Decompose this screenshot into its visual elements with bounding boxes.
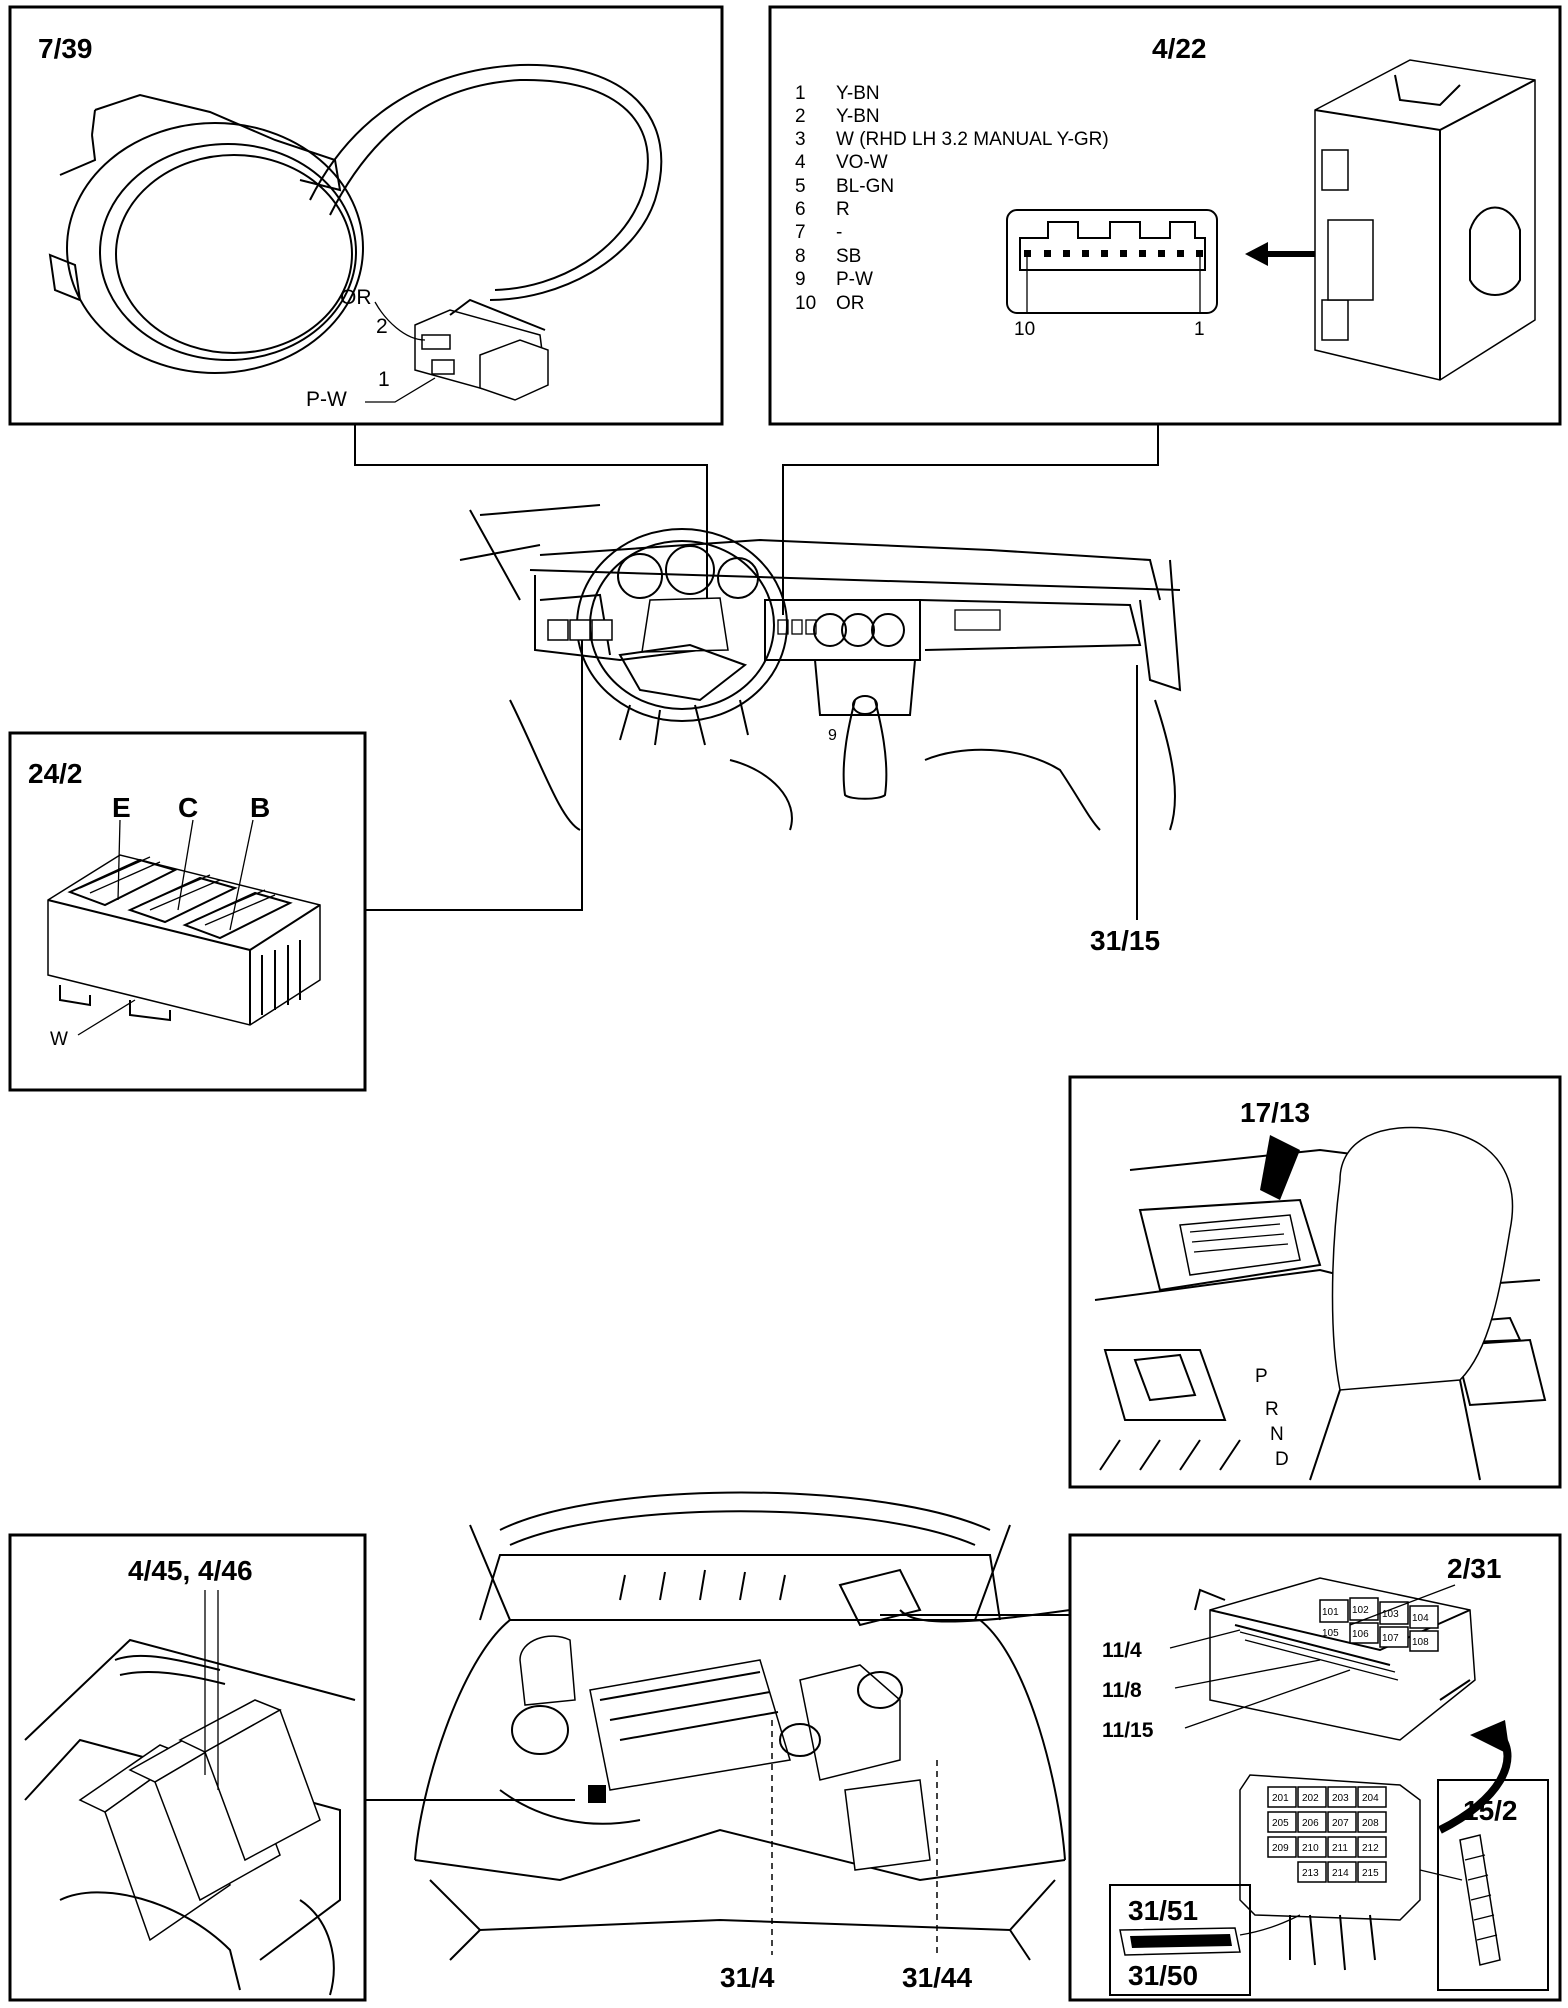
gear-n-label: N	[1270, 1424, 1284, 1445]
pin-color: W (RHD LH 3.2 MANUAL Y-GR)	[836, 129, 1109, 150]
pin-color: Y-BN	[836, 83, 880, 104]
pin-num: 7	[795, 222, 806, 243]
pin-1-label: 1	[378, 368, 390, 391]
relay-label: 108	[1412, 1637, 1429, 1648]
label-17-13: 17/13	[1240, 1097, 1310, 1128]
fuse-label: 209	[1272, 1843, 1289, 1854]
pin-color: P-W	[836, 269, 873, 290]
pin-num: 5	[795, 176, 806, 197]
relay-fuse-grid-drawing	[1239, 1774, 1421, 1971]
pin-color: BL-GN	[836, 176, 894, 197]
central-electrical-unit-drawing	[1194, 1577, 1476, 1741]
gear-p-label: P	[1255, 1366, 1268, 1387]
relay-label: 107	[1382, 1633, 1399, 1644]
label-31-50: 31/50	[1128, 1960, 1198, 1991]
pin-num: 2	[795, 106, 806, 127]
socket-e-label: E	[112, 792, 131, 823]
label-31-4: 31/4	[720, 1962, 775, 1993]
label-31-44: 31/44	[902, 1962, 972, 1993]
label-11-8: 11/8	[1102, 1679, 1142, 1702]
pin-1-label: 1	[1194, 319, 1205, 340]
gear-r-label: R	[1265, 1399, 1279, 1420]
panel-17-13: 17/13 P R N D	[1068, 1075, 1562, 1489]
label-24-2: 24/2	[28, 758, 83, 789]
label-4-22: 4/22	[1152, 33, 1207, 64]
fuse-label: 211	[1332, 1843, 1348, 1854]
relay-label: 101	[1322, 1607, 1339, 1618]
pin-num: 6	[795, 199, 806, 220]
leader-4-22	[782, 424, 1159, 615]
relay-label: 105	[1322, 1628, 1339, 1639]
connector-face-drawing	[1006, 209, 1218, 314]
diagnostic-socket-drawing	[1094, 1126, 1547, 1481]
panel-2-31: 2/31 101 102 105 106 103 104 107 108 11/…	[1068, 1533, 1562, 2002]
fuse-label: 210	[1302, 1843, 1319, 1854]
label-15-2: 15/2	[1463, 1795, 1518, 1826]
pin-2-label: 2	[376, 315, 388, 338]
pin-num: 10	[795, 293, 816, 314]
fuse-label: 214	[1332, 1868, 1349, 1879]
fuse-label: 202	[1302, 1793, 1319, 1804]
label-4-45-4-46: 4/45, 4/46	[128, 1555, 253, 1586]
ring-connector-drawing	[48, 63, 663, 374]
relay-label: 102	[1352, 1605, 1369, 1616]
relay-modules-drawing	[24, 1638, 356, 1996]
panel-4-22: 4/22 1 Y-BN 2 Y-BN 3 W (RHD LH 3.2 MANUA…	[768, 5, 1562, 426]
pin-color: R	[836, 199, 850, 220]
label-11-15: 11/15	[1102, 1719, 1154, 1742]
fuse-label: 204	[1362, 1793, 1379, 1804]
socket-c-label: C	[178, 792, 198, 823]
socket-b-label: B	[250, 792, 270, 823]
pin-color: -	[836, 222, 842, 243]
label-31-51: 31/51	[1128, 1895, 1198, 1926]
leader-7-39	[354, 424, 708, 630]
label-11-4: 11/4	[1102, 1639, 1142, 1662]
two-pin-connector-drawing	[414, 298, 549, 401]
fuse-label: 206	[1302, 1818, 1319, 1829]
relay-label: 106	[1352, 1629, 1369, 1640]
pin-num: 8	[795, 246, 806, 267]
pin-num: 9	[795, 269, 806, 290]
dash-mark: 9	[828, 727, 837, 744]
pin-num: 4	[795, 152, 806, 173]
pin-color: SB	[836, 246, 861, 267]
control-module-drawing	[1314, 59, 1536, 381]
pin-list: 1 Y-BN 2 Y-BN 3 W (RHD LH 3.2 MANUAL Y-G…	[795, 83, 1109, 314]
panel-24-2: 24/2 E C B W	[8, 731, 367, 1092]
label-7-39: 7/39	[38, 33, 93, 64]
wire-pw-label: P-W	[306, 388, 347, 411]
pin-10-label: 10	[1014, 319, 1035, 340]
leader-24-2	[365, 640, 583, 911]
wire-or-label: OR	[340, 286, 372, 309]
relay-label: 103	[1382, 1609, 1399, 1620]
pin-color: Y-BN	[836, 106, 880, 127]
terminal-strip-drawing	[1459, 1834, 1501, 1966]
fuse-label: 203	[1332, 1793, 1349, 1804]
panel-7-39: 7/39 OR 2 1 P-W	[8, 5, 724, 426]
fuse-label: 205	[1272, 1818, 1289, 1829]
pin-num: 3	[795, 129, 806, 150]
pin-color: VO-W	[836, 152, 888, 173]
pin-color: OR	[836, 293, 865, 314]
panel-4-45-4-46: 4/45, 4/46	[8, 1533, 367, 2002]
fuse-label: 213	[1302, 1868, 1319, 1879]
dashboard-drawing: 9	[459, 504, 1182, 831]
fuse-label: 208	[1362, 1818, 1379, 1829]
fuse-label: 201	[1272, 1793, 1289, 1804]
fuse-label: 212	[1362, 1843, 1379, 1854]
fuse-label: 207	[1332, 1818, 1349, 1829]
pin-num: 1	[795, 83, 806, 104]
label-31-15: 31/15	[1090, 925, 1160, 956]
engine-bay-drawing	[414, 1491, 1071, 1961]
gear-d-label: D	[1275, 1449, 1289, 1470]
fuse-box-24-2-drawing	[47, 854, 321, 1026]
w-label: W	[50, 1029, 68, 1050]
relay-label: 104	[1412, 1613, 1429, 1624]
label-2-31: 2/31	[1447, 1553, 1502, 1584]
fuse-label: 215	[1362, 1868, 1379, 1879]
